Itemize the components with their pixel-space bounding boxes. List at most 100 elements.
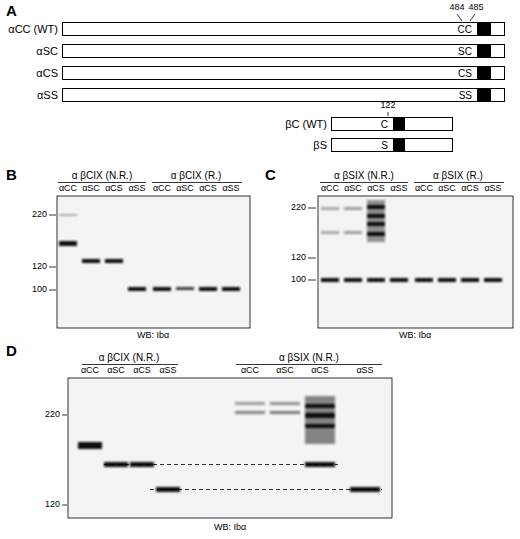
construct-name: αCS xyxy=(36,67,58,79)
domain-block xyxy=(477,45,491,57)
lane-label: αCS xyxy=(461,184,479,194)
lane-label: αSS xyxy=(222,184,239,194)
domain-block xyxy=(477,89,491,101)
protein-band xyxy=(367,200,385,242)
marker-tick xyxy=(49,215,56,216)
protein-band xyxy=(367,222,385,226)
protein-band xyxy=(367,278,385,282)
protein-band xyxy=(344,231,362,234)
construct-bar: αSCSC xyxy=(62,44,505,58)
residue-code: C xyxy=(381,119,388,130)
mw-marker: 120 xyxy=(45,500,60,510)
lane-label: αCC xyxy=(59,184,77,194)
antibody-header: α βCIX (N.R.) xyxy=(72,170,132,181)
protein-band xyxy=(461,278,479,282)
lane-label: αCS xyxy=(105,184,123,194)
marker-tick xyxy=(62,415,67,416)
residue-number: 485 xyxy=(468,3,483,13)
marker-tick xyxy=(62,505,67,506)
blot-membrane xyxy=(57,196,513,518)
protein-band xyxy=(199,287,217,291)
construct-name: βC (WT) xyxy=(285,118,327,130)
protein-band xyxy=(305,424,335,428)
mw-marker: 120 xyxy=(32,262,47,272)
lane-label: αSC xyxy=(438,184,456,194)
lane-label: αCC xyxy=(241,366,259,376)
protein-band xyxy=(367,214,385,218)
protein-band xyxy=(344,207,362,210)
lane-label: αCS xyxy=(311,366,329,376)
domain-block xyxy=(393,139,405,151)
construct-bar: βSS xyxy=(331,138,453,152)
construct-name: βS xyxy=(313,139,327,151)
antibody-header: α βSIX (N.R.) xyxy=(334,170,394,181)
position-tick xyxy=(388,112,389,116)
lane-label: αCC xyxy=(415,184,433,194)
residue-code: CC xyxy=(458,24,472,35)
header-underline xyxy=(414,182,504,183)
protein-band xyxy=(321,278,339,282)
protein-band xyxy=(321,207,339,210)
lane-label: αSS xyxy=(356,366,373,376)
protein-bands xyxy=(59,200,502,492)
dashed-guide xyxy=(150,489,382,490)
lane-label: αSC xyxy=(176,184,194,194)
mw-marker: 100 xyxy=(32,285,47,295)
blot-caption: WB: Ibα xyxy=(399,331,431,341)
construct-bar: αSSSS xyxy=(62,88,505,102)
protein-band xyxy=(128,287,146,291)
residue-number: 122 xyxy=(380,101,395,111)
lane-label: αCS xyxy=(133,366,151,376)
protein-band xyxy=(270,402,300,405)
lane-label: αSS xyxy=(128,184,145,194)
protein-band xyxy=(78,442,102,449)
mw-marker: 220 xyxy=(291,203,306,213)
lane-label: αSS xyxy=(484,184,501,194)
blot-membrane xyxy=(318,196,513,328)
protein-band xyxy=(59,214,77,216)
header-underline xyxy=(58,182,146,183)
domain-block xyxy=(477,67,491,79)
lane-label: αSC xyxy=(276,366,294,376)
panel-letter: C xyxy=(265,167,276,184)
header-underline xyxy=(152,182,242,183)
mw-marker: 220 xyxy=(45,410,60,420)
protein-band xyxy=(415,278,433,282)
mw-marker: 100 xyxy=(291,275,306,285)
panel-letter: A xyxy=(6,3,17,20)
lane-label: αCS xyxy=(367,184,385,194)
protein-band xyxy=(222,287,240,291)
protein-band xyxy=(367,232,385,236)
header-underline xyxy=(320,182,408,183)
protein-band xyxy=(59,241,77,246)
antibody-header: α βSIX (N.R.) xyxy=(279,352,339,363)
blot-caption: WB: Ibα xyxy=(137,331,169,341)
marker-ticks xyxy=(49,208,316,505)
position-tick xyxy=(470,14,475,21)
marker-tick xyxy=(308,280,316,281)
panel-letter: B xyxy=(6,167,17,184)
lane-label: αCC xyxy=(321,184,339,194)
mw-marker: 120 xyxy=(291,253,306,263)
lane-label: αSC xyxy=(82,184,100,194)
protein-band xyxy=(344,278,362,282)
blot-membrane xyxy=(68,378,392,518)
domain-block xyxy=(393,118,405,130)
lane-label: αCS xyxy=(199,184,217,194)
panel-letter: D xyxy=(6,343,17,360)
residue-code: S xyxy=(381,140,388,151)
protein-band xyxy=(176,287,194,290)
protein-band xyxy=(305,404,335,408)
construct-name: αSC xyxy=(36,45,58,57)
mw-marker: 220 xyxy=(32,210,47,220)
protein-band xyxy=(235,411,265,414)
marker-tick xyxy=(49,290,56,291)
lane-label: αCC xyxy=(81,366,99,376)
construct-name: αCC (WT) xyxy=(8,23,58,35)
protein-band xyxy=(484,278,502,282)
protein-band xyxy=(367,205,385,209)
construct-bar: αCSCS xyxy=(62,66,505,80)
lane-label: αSC xyxy=(107,366,125,376)
